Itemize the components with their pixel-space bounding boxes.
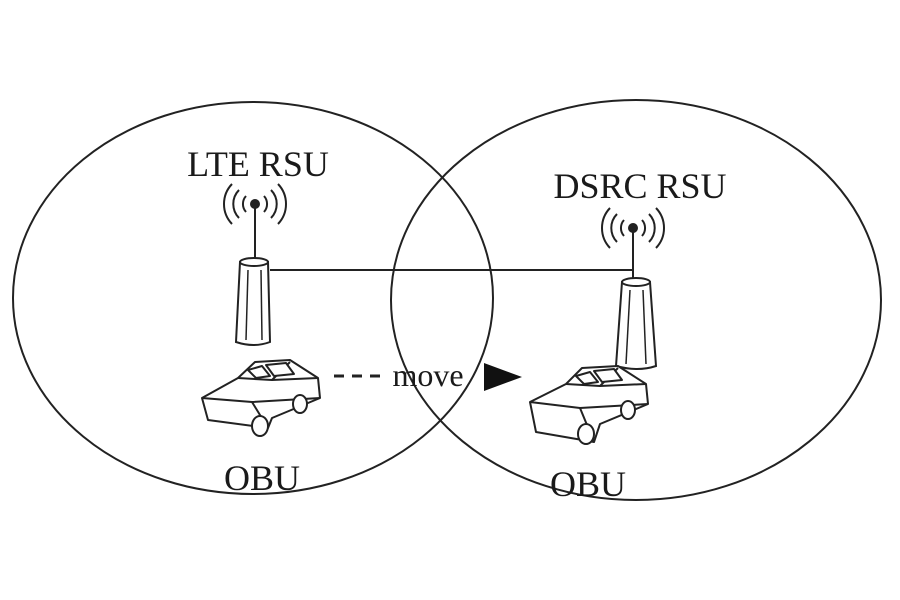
left-car-icon — [201, 359, 321, 437]
right-rsu-tower-icon — [614, 277, 658, 370]
dsrc-rsu-label: DSRC RSU — [553, 166, 726, 206]
left-radio-signal-icon — [223, 183, 287, 258]
arrow-right-icon — [484, 363, 522, 391]
left-obu-label: OBU — [224, 458, 300, 498]
move-arrow — [334, 363, 522, 391]
lte-rsu-label: LTE RSU — [187, 144, 329, 184]
lte-coverage-area — [12, 101, 494, 495]
left-rsu-tower-icon — [234, 257, 272, 346]
right-car-icon — [529, 365, 649, 445]
dsrc-coverage-area — [390, 99, 882, 501]
right-radio-signal-icon — [601, 207, 665, 278]
right-obu-label: OBU — [550, 464, 626, 504]
move-label: move — [392, 357, 463, 393]
